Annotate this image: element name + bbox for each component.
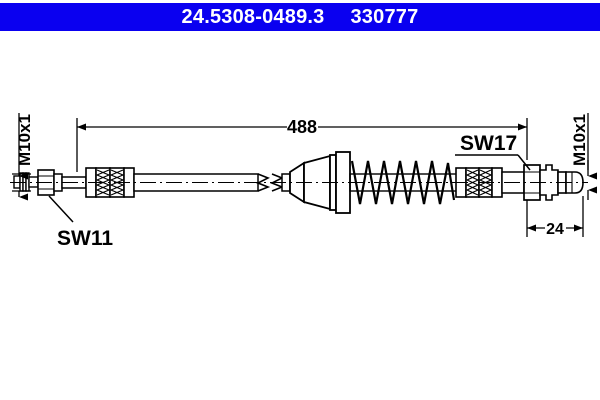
dimension-right-end xyxy=(526,196,584,237)
callout-sw11-leader xyxy=(48,195,74,223)
part-number-text: 24.5308-0489.3 xyxy=(181,6,325,28)
callout-sw11-label: SW11 xyxy=(57,227,113,250)
dimension-left-m10x1-label: M10x1 xyxy=(15,114,34,166)
dimension-488-label: 488 xyxy=(287,117,317,137)
dimension-24-label: 24 xyxy=(546,221,564,238)
dimension-right-m10x1-label: M10x1 xyxy=(570,114,589,166)
reference-number-text: 330777 xyxy=(350,6,419,28)
dimension-overall-length xyxy=(76,118,528,172)
dimension-left-thread xyxy=(12,113,31,201)
header-banner: 24.5308-0489.3 330777 xyxy=(0,3,600,31)
callout-sw17-label: SW17 xyxy=(460,132,517,155)
callout-sw17-leader xyxy=(455,154,531,171)
